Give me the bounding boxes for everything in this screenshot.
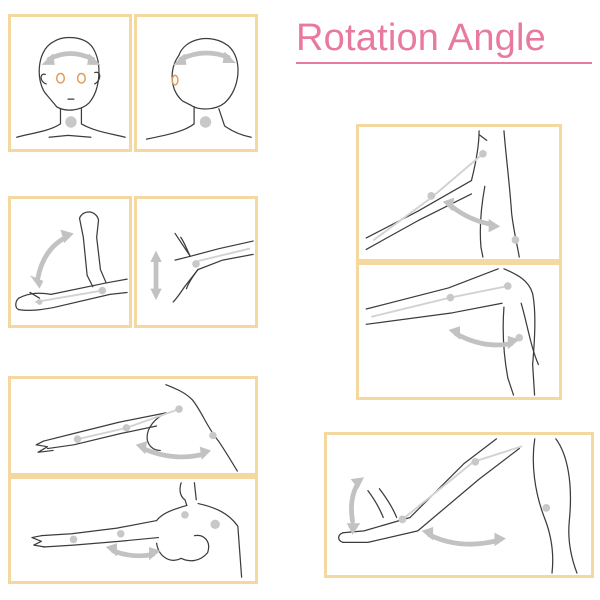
panel-elbow-rotation [8, 196, 132, 328]
panel-wrist-rotation [134, 196, 258, 328]
page-title: Rotation Angle [296, 17, 546, 59]
panel-hip-rotation-side [356, 124, 562, 262]
panel-hip-rotation-front [356, 262, 562, 400]
panel-head-rotation-side [134, 14, 258, 152]
shoulder-side-illustration [35, 384, 238, 472]
hip-front-illustration [365, 268, 540, 396]
panel-knee-rotation [324, 432, 594, 578]
head-front-illustration [16, 36, 126, 138]
hip-side-illustration [365, 130, 520, 258]
head-side-illustration [145, 38, 252, 140]
title-underline [296, 62, 592, 64]
knee-rotation-illustration [338, 438, 578, 574]
panel-head-rotation-front [8, 14, 132, 152]
panel-shoulder-rotation-side [8, 376, 258, 476]
elbow-rotation-illustration [15, 211, 128, 311]
panel-shoulder-rotation-front [8, 476, 258, 584]
wrist-rotation-illustration [150, 232, 254, 303]
shoulder-front-illustration [31, 482, 243, 578]
